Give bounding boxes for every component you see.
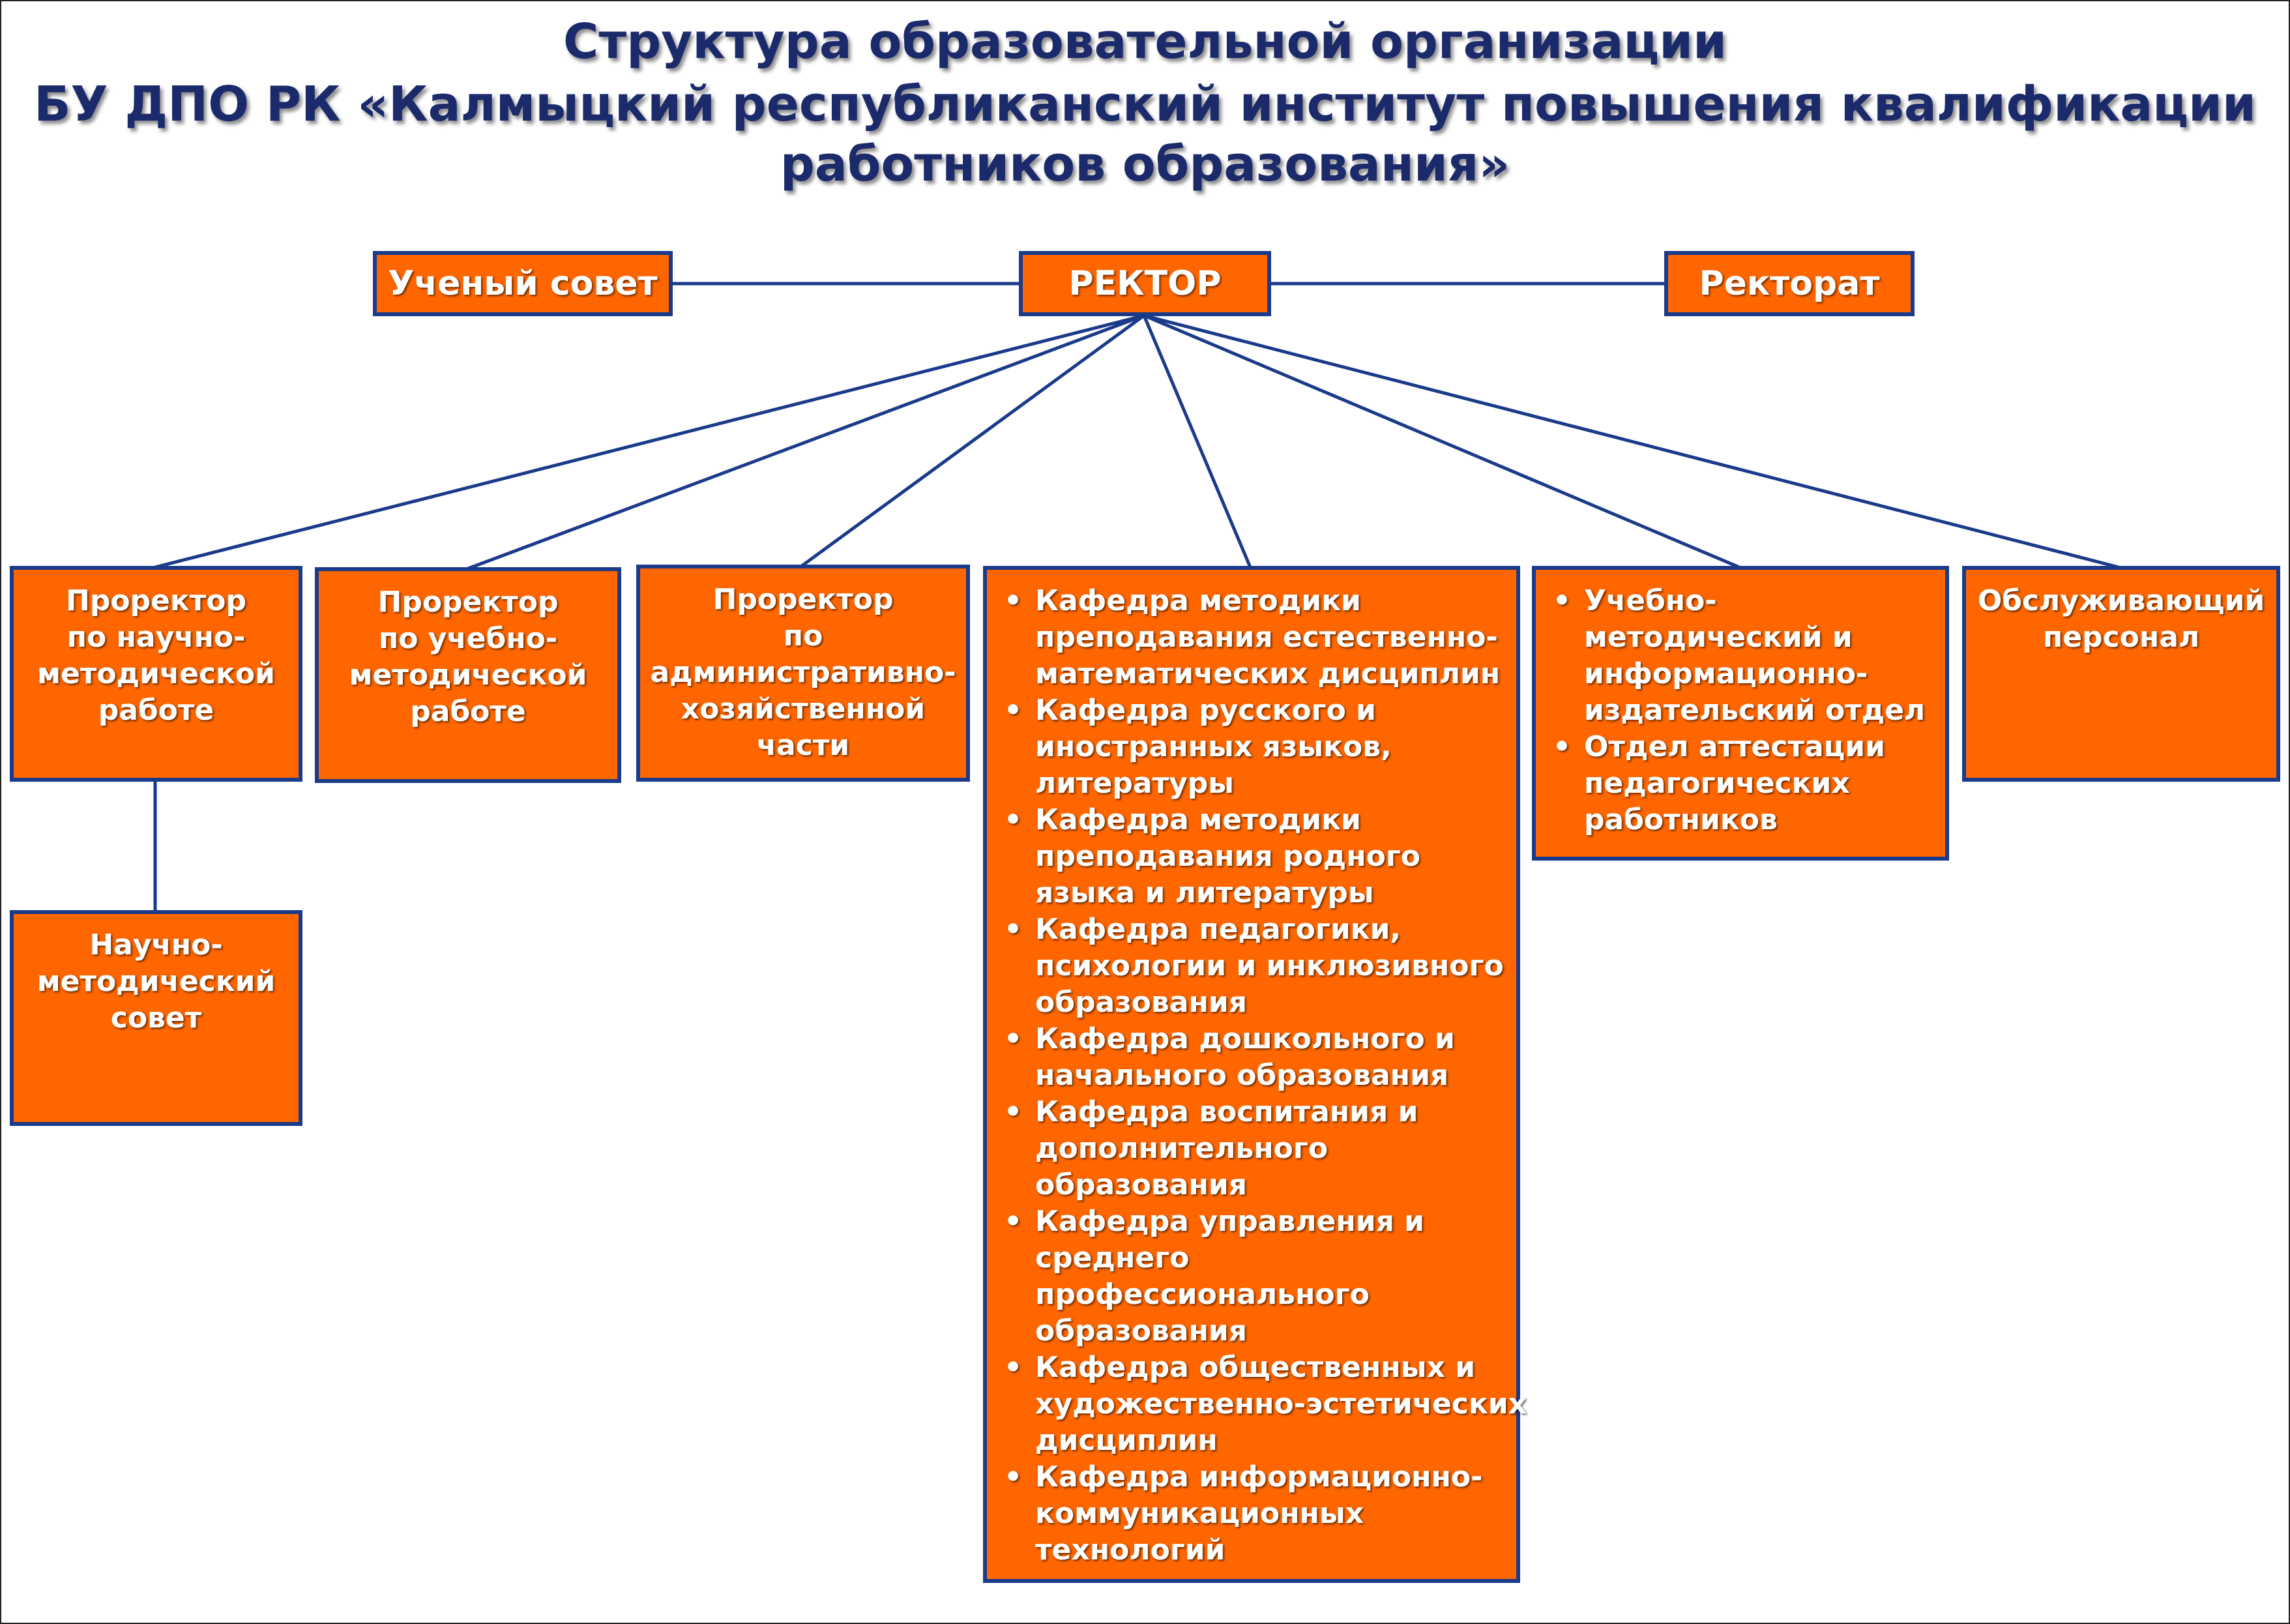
department-line: Кафедра информационно-: [1035, 1460, 1483, 1494]
rectorate-box: Ректорат: [1664, 251, 1915, 316]
prorector-educational-line: работе: [410, 695, 526, 728]
unit-item: Отдел аттестации педагогических работник…: [1542, 729, 1939, 838]
academic-council-label: Ученый совет: [388, 264, 658, 303]
unit-item: Учебно- методический и информационно- из…: [1542, 583, 1939, 729]
department-item: Кафедра русского и иностранных языков, л…: [993, 692, 1510, 802]
scientific-council-line: совет: [110, 1001, 202, 1035]
department-line: образования: [1035, 986, 1247, 1019]
rector-label: РЕКТОР: [1068, 264, 1222, 303]
scientific-council-line: Научно-: [89, 928, 223, 962]
unit-line: методический и: [1584, 621, 1853, 654]
service-staff-line: Обслуживающий: [1977, 584, 2265, 617]
prorector-scientific-box: Проректор по научно- методической работе: [10, 566, 302, 782]
department-item: Кафедра общественных и художественно-эст…: [993, 1350, 1527, 1459]
department-line: среднего: [1035, 1241, 1190, 1275]
department-line: профессионального: [1035, 1278, 1370, 1311]
unit-line: Отдел аттестации: [1584, 730, 1885, 763]
department-line: коммуникационных: [1035, 1497, 1364, 1530]
service-staff-box: Обслуживающий персонал: [1962, 566, 2280, 782]
service-staff-line: персонал: [2042, 621, 2200, 654]
scientific-council-line: методический: [37, 965, 276, 998]
unit-line: работников: [1584, 803, 1778, 836]
department-line: дисциплин: [1035, 1424, 1218, 1457]
rectorate-label: Ректорат: [1699, 264, 1880, 303]
department-line: преподавания родного: [1035, 840, 1421, 873]
department-item: Кафедра дошкольного и начального образов…: [993, 1021, 1510, 1094]
title-line-2: БУ ДПО РК «Калмыцкий республиканский инс…: [34, 76, 2256, 132]
prorector-educational-box: Проректор по учебно- методической работе: [315, 567, 621, 783]
department-line: Кафедра воспитания и: [1035, 1095, 1418, 1129]
prorector-scientific-line: работе: [98, 694, 214, 727]
department-line: иностранных языков,: [1035, 730, 1392, 763]
department-line: начального образования: [1035, 1059, 1449, 1092]
unit-line: информационно-: [1584, 657, 1868, 690]
department-line: психологии и инклюзивного: [1035, 949, 1504, 982]
prorector-educational-line: по учебно-: [378, 622, 558, 655]
department-line: Кафедра общественных и: [1035, 1351, 1476, 1384]
prorector-admin-box: Проректор по административно- хозяйствен…: [636, 565, 970, 782]
department-line: образования: [1035, 1314, 1247, 1348]
department-item: Кафедра управления и среднего профессион…: [993, 1203, 1510, 1350]
academic-council-box: Ученый совет: [373, 251, 673, 316]
department-line: художественно-эстетических: [1035, 1387, 1527, 1421]
department-line: Кафедра дошкольного и: [1035, 1022, 1455, 1056]
prorector-educational-line: Проректор: [377, 585, 559, 619]
prorector-admin-line: Проректор: [712, 583, 894, 616]
prorector-admin-line: хозяйственной: [681, 692, 926, 726]
prorector-scientific-line: по научно-: [66, 621, 246, 654]
title-line-3: работников образования»: [780, 136, 1510, 192]
line-rector-prorector-scientific: [154, 314, 1145, 569]
department-item: Кафедра методики преподавания естественн…: [993, 583, 1510, 692]
department-line: Кафедра управления и: [1035, 1205, 1425, 1238]
prorector-scientific-line: Проректор: [66, 584, 246, 617]
department-line: Кафедра русского и: [1035, 694, 1376, 727]
department-line: языка и литературы: [1035, 876, 1374, 909]
department-item: Кафедра методики преподавания родного яз…: [993, 802, 1510, 911]
department-line: Кафедра педагогики,: [1035, 913, 1402, 946]
rector-box: РЕКТОР: [1019, 251, 1271, 316]
units-box: Учебно- методический и информационно- из…: [1532, 566, 1949, 861]
prorector-scientific-line: методической: [37, 657, 275, 690]
department-line: математических дисциплин: [1035, 657, 1501, 690]
unit-line: издательский отдел: [1584, 694, 1926, 727]
units-list: Учебно- методический и информационно- из…: [1542, 583, 1939, 838]
unit-line: Учебно-: [1584, 584, 1717, 617]
departments-box: Кафедра методики преподавания естественн…: [983, 566, 1527, 1583]
unit-line: педагогических: [1584, 767, 1850, 800]
department-line: преподавания естественно-: [1035, 621, 1498, 654]
department-line: дополнительного: [1035, 1132, 1328, 1165]
department-line: литературы: [1035, 767, 1235, 800]
department-line: технологий: [1035, 1533, 1226, 1567]
title-line-1: Структура образовательной организации: [563, 14, 1727, 70]
line-rector-prorector-admin: [800, 314, 1145, 568]
department-item: Кафедра информационно- коммуникационных …: [993, 1459, 1510, 1569]
line-rector-service: [1143, 314, 2119, 569]
department-line: Кафедра методики: [1035, 584, 1361, 617]
line-rector-units: [1143, 314, 1740, 569]
department-item: Кафедра педагогики, психологии и инклюзи…: [993, 911, 1510, 1021]
prorector-admin-line: части: [756, 729, 850, 762]
departments-list: Кафедра методики преподавания естественн…: [993, 583, 1527, 1569]
line-rector-departments: [1142, 315, 1252, 568]
prorector-admin-line: по: [783, 619, 823, 653]
prorector-educational-line: методической: [349, 658, 587, 692]
scientific-council-box: Научно- методический совет: [10, 910, 302, 1126]
line-rector-prorector-educational: [467, 314, 1145, 570]
department-item: Кафедра воспитания и дополнительного обр…: [993, 1094, 1510, 1203]
department-line: Кафедра методики: [1035, 803, 1361, 836]
department-line: образования: [1035, 1168, 1247, 1202]
prorector-admin-line: административно-: [650, 656, 956, 689]
